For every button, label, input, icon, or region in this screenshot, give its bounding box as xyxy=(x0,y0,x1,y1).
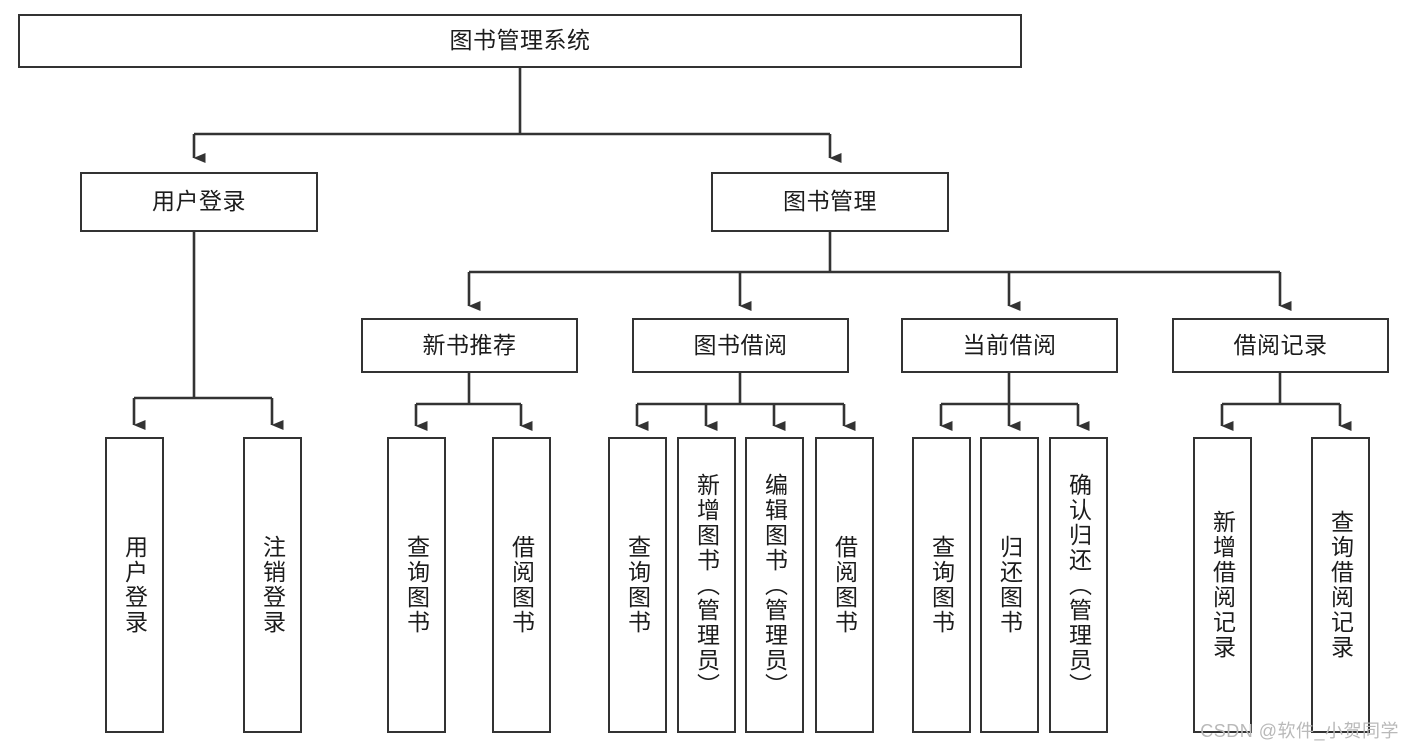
node-leaf-logout-label: 注销登录 xyxy=(259,535,286,635)
node-leaf-query-book-2-label: 查询图书 xyxy=(624,535,651,635)
node-leaf-borrow-book-1-label: 借阅图书 xyxy=(508,535,535,635)
node-leaf-logout[interactable]: 注销登录 xyxy=(243,437,302,733)
node-book-borrow[interactable]: 图书借阅 xyxy=(632,318,849,373)
node-book-manage-label: 图书管理 xyxy=(783,188,877,215)
node-new-book-recommend[interactable]: 新书推荐 xyxy=(361,318,578,373)
node-leaf-edit-book-label: 编辑图书（管理员） xyxy=(761,472,788,698)
node-leaf-user-login[interactable]: 用户登录 xyxy=(105,437,164,733)
node-user-login-label: 用户登录 xyxy=(152,188,246,215)
node-leaf-add-record[interactable]: 新增借阅记录 xyxy=(1193,437,1252,733)
csdn-watermark: CSDN @软件_小贺同学 xyxy=(1200,721,1399,741)
node-leaf-query-book-1[interactable]: 查询图书 xyxy=(387,437,446,733)
node-leaf-borrow-book-1[interactable]: 借阅图书 xyxy=(492,437,551,733)
node-leaf-add-record-label: 新增借阅记录 xyxy=(1209,510,1236,660)
node-leaf-query-book-1-label: 查询图书 xyxy=(403,535,430,635)
node-leaf-return-book[interactable]: 归还图书 xyxy=(980,437,1039,733)
node-leaf-borrow-book-2[interactable]: 借阅图书 xyxy=(815,437,874,733)
node-leaf-borrow-book-2-label: 借阅图书 xyxy=(831,535,858,635)
node-user-login[interactable]: 用户登录 xyxy=(80,172,318,232)
node-leaf-edit-book[interactable]: 编辑图书（管理员） xyxy=(745,437,804,733)
node-root[interactable]: 图书管理系统 xyxy=(18,14,1022,68)
node-leaf-add-book[interactable]: 新增图书（管理员） xyxy=(677,437,736,733)
node-book-borrow-label: 图书借阅 xyxy=(693,331,788,358)
node-leaf-query-book-3[interactable]: 查询图书 xyxy=(912,437,971,733)
node-leaf-query-book-3-label: 查询图书 xyxy=(928,535,955,635)
node-leaf-user-login-label: 用户登录 xyxy=(121,535,148,635)
node-borrow-record[interactable]: 借阅记录 xyxy=(1172,318,1389,373)
node-leaf-query-record-label: 查询借阅记录 xyxy=(1327,510,1354,660)
node-root-label: 图书管理系统 xyxy=(449,27,591,54)
node-new-book-recommend-label: 新书推荐 xyxy=(422,331,517,358)
node-current-borrow-label: 当前借阅 xyxy=(962,331,1057,358)
node-leaf-confirm-return[interactable]: 确认归还（管理员） xyxy=(1049,437,1108,733)
node-borrow-record-label: 借阅记录 xyxy=(1233,331,1328,358)
node-leaf-query-record[interactable]: 查询借阅记录 xyxy=(1311,437,1370,733)
node-leaf-query-book-2[interactable]: 查询图书 xyxy=(608,437,667,733)
node-book-manage[interactable]: 图书管理 xyxy=(711,172,949,232)
node-leaf-return-book-label: 归还图书 xyxy=(996,535,1023,635)
node-leaf-confirm-return-label: 确认归还（管理员） xyxy=(1065,472,1092,698)
node-leaf-add-book-label: 新增图书（管理员） xyxy=(693,472,720,698)
node-current-borrow[interactable]: 当前借阅 xyxy=(901,318,1118,373)
